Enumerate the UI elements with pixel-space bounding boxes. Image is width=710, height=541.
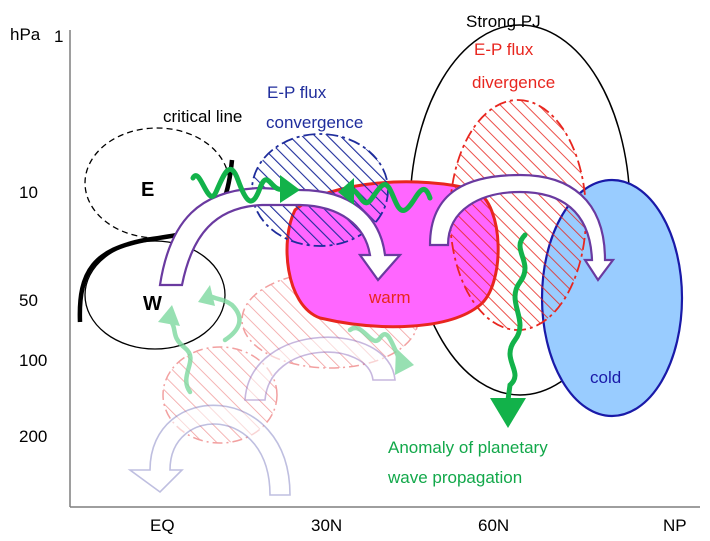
anomaly-label-line2: wave propagation bbox=[387, 468, 522, 487]
faded-wave-1 bbox=[167, 317, 193, 395]
faded-arrow-2 bbox=[244, 336, 396, 401]
easterly-label: E bbox=[141, 179, 154, 201]
purple-arrows bbox=[158, 173, 616, 287]
y-tick-200: 200 bbox=[19, 427, 47, 446]
axes bbox=[69, 30, 700, 508]
divergence-label-line1: E-P flux bbox=[474, 40, 534, 59]
wave-arrow-2 bbox=[347, 182, 433, 213]
convergence-label-line2: convergence bbox=[266, 113, 363, 132]
faded-arrows bbox=[127, 336, 396, 496]
strong-pj-label: Strong PJ bbox=[466, 12, 541, 31]
faded-waves bbox=[158, 285, 414, 395]
faded-wave-2 bbox=[207, 293, 242, 343]
anomaly-label-line1: Anomaly of planetary bbox=[388, 438, 548, 457]
wave-arrow-3 bbox=[505, 232, 528, 403]
y-tick-1: 1 bbox=[54, 27, 63, 46]
faded-wave-3-head bbox=[395, 348, 414, 375]
y-axis-unit: hPa bbox=[10, 25, 41, 44]
planetary-waves bbox=[190, 166, 528, 428]
faded-wave-3 bbox=[347, 325, 403, 363]
x-tick-eq: EQ bbox=[150, 516, 175, 535]
y-tick-50: 50 bbox=[19, 291, 38, 310]
x-tick-60n: 60N bbox=[478, 516, 509, 535]
wave-arrow-3-head bbox=[490, 398, 526, 428]
upward-arrow-right bbox=[428, 173, 616, 282]
wave-arrow-2-head bbox=[338, 178, 354, 205]
y-tick-100: 100 bbox=[19, 351, 47, 370]
wave-arrow-1-head bbox=[280, 175, 300, 203]
wave-arrow-1 bbox=[190, 166, 288, 204]
faded-arrow-1 bbox=[127, 404, 291, 496]
upward-arrow-left bbox=[158, 186, 403, 287]
divergence-label-line2: divergence bbox=[472, 73, 555, 92]
x-tick-np: NP bbox=[663, 516, 687, 535]
faded-wave-1-head bbox=[158, 305, 180, 326]
critical-line-label: critical line bbox=[163, 107, 242, 126]
cold-label: cold bbox=[590, 368, 621, 387]
westerly-region bbox=[84, 240, 226, 350]
warm-label: warm bbox=[368, 288, 411, 307]
faded-wave-2-head bbox=[198, 285, 215, 306]
convergence-label-line1: E-P flux bbox=[267, 83, 327, 102]
divergence-region bbox=[449, 99, 587, 331]
y-tick-10: 10 bbox=[19, 183, 38, 202]
x-tick-30n: 30N bbox=[311, 516, 342, 535]
westerly-label: W bbox=[143, 293, 162, 315]
